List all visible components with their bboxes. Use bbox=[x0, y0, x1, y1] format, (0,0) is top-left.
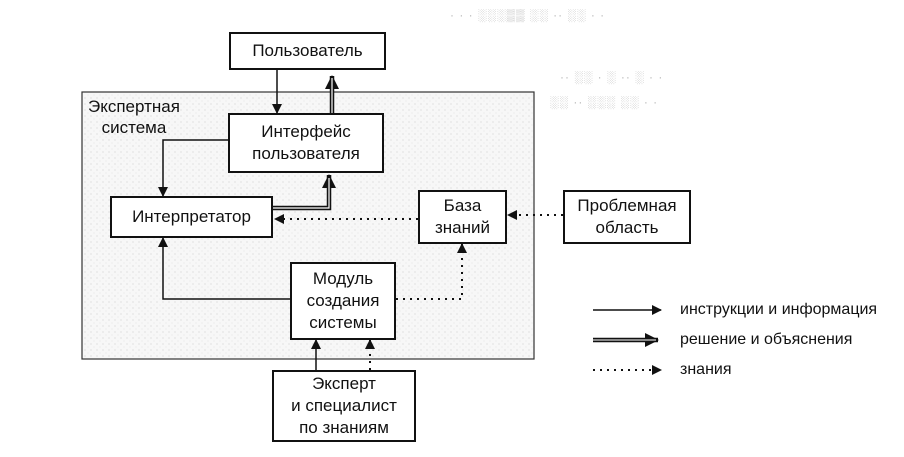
node-user-interface: Интерфейс пользователя bbox=[228, 113, 384, 173]
node-problem-domain: Проблемная область bbox=[563, 190, 691, 244]
node-user: Пользователь bbox=[229, 32, 386, 70]
edges-instructions bbox=[158, 70, 321, 370]
edge-interface-to-interpreter bbox=[158, 139, 228, 197]
edge-builder-to-interpreter bbox=[158, 237, 291, 300]
legend bbox=[593, 305, 662, 375]
legend-label-solution: решение и объяснения bbox=[680, 331, 853, 348]
legend-label-instructions: инструкции и информация bbox=[680, 301, 878, 318]
node-system-builder: Модуль создания системы bbox=[290, 262, 396, 340]
node-knowledge-base: База знаний bbox=[418, 190, 507, 244]
edges-solution bbox=[272, 75, 339, 211]
legend-label-knowledge: знания bbox=[680, 361, 732, 378]
edges-knowledge bbox=[274, 210, 563, 370]
background-scan-noise: ·· ░░ · ░ ·· ░ · · bbox=[560, 70, 664, 84]
node-expert: Эксперт и специалист по знаниям bbox=[272, 370, 416, 442]
background-scan-noise: ░░ ·· ░░░ ░░ · · bbox=[550, 95, 659, 109]
expert-system-label: Экспертная система bbox=[88, 97, 180, 137]
background-scan-noise: · · · ░░░▒▒ ░░ ·· ░░ · · bbox=[450, 8, 606, 22]
node-interpreter: Интерпретатор bbox=[110, 196, 273, 238]
edge-builder-to-kb bbox=[396, 243, 467, 300]
